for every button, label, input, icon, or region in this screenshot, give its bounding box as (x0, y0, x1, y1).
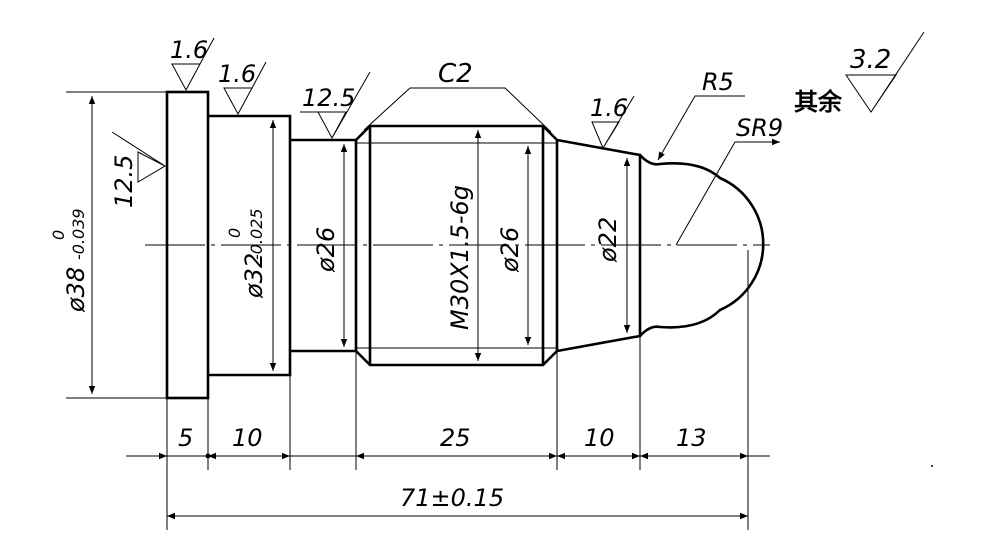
stray-dot (931, 465, 933, 467)
general-note: 其余 (794, 88, 843, 116)
chamfer-leader (363, 87, 552, 133)
d32-upper: 0 (225, 228, 244, 238)
thread-minor-lines (356, 142, 557, 349)
roughness-symbols (111, 31, 925, 183)
sphere-label: SR9 (736, 114, 783, 142)
ra-flange-top: 1.6 (170, 36, 208, 64)
len-10a: 10 (232, 424, 263, 452)
d38-upper: 0 (49, 230, 68, 240)
roughness-symbol (591, 95, 635, 150)
chamfer-label: C2 (438, 59, 473, 89)
d26-thread-label: ø26 (496, 227, 524, 273)
part-outline (165, 90, 765, 400)
ra-neck: 12.5 (302, 84, 355, 112)
thread-label: M30X1.5-6g (446, 185, 474, 330)
ra-shoulder: 1.6 (218, 60, 256, 88)
ra-flange-side: 12.5 (110, 155, 138, 208)
d38-lower: -0.039 (69, 208, 88, 260)
diameter-dimensions (66, 91, 631, 399)
roughness-symbol (111, 131, 167, 183)
sphere-outline (639, 154, 765, 337)
len-10b: 10 (584, 424, 615, 452)
d32-label: ø32 (240, 253, 268, 299)
length-dimensions (126, 250, 770, 530)
len-13: 13 (676, 424, 707, 452)
radius-leader (657, 95, 745, 161)
leader-lines (363, 87, 780, 246)
d32-lower: -0.025 (247, 208, 266, 260)
ra-taper: 1.6 (590, 94, 628, 122)
sphere-leader (675, 138, 780, 246)
d38-label: ø38 (62, 267, 90, 313)
len-total: 71±0.15 (400, 484, 504, 512)
neck-26-outline (290, 138, 356, 353)
d26-neck-label: ø26 (312, 227, 340, 273)
len-25: 25 (440, 424, 471, 452)
radius-label: R5 (702, 68, 734, 96)
len-5: 5 (178, 424, 193, 452)
d22-label: ø22 (594, 217, 622, 263)
roughness-symbol (223, 61, 267, 116)
ra-general: 3.2 (850, 45, 891, 75)
